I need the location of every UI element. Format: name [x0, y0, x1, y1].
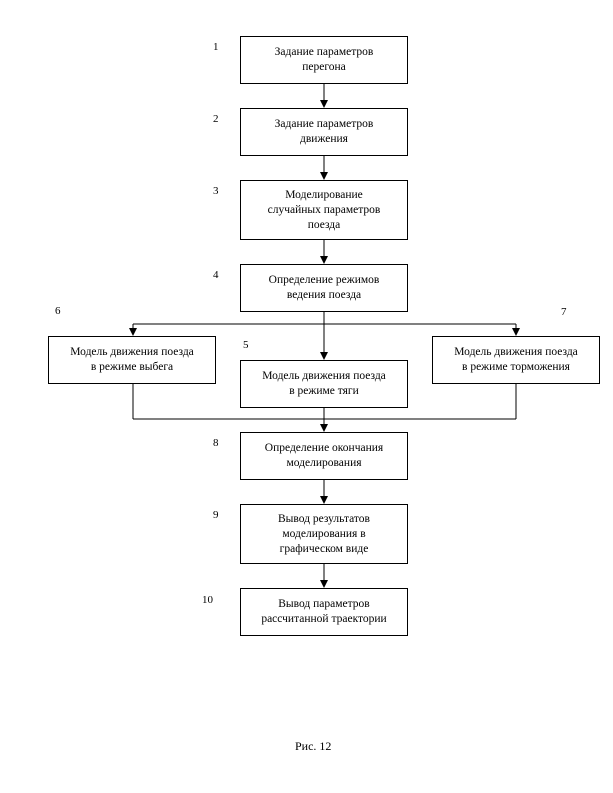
step-10-number: 10 [202, 594, 213, 606]
step-5-number: 5 [243, 339, 249, 351]
step-4-box: Определение режимов ведения поезда [240, 264, 408, 312]
step-6-box: Модель движения поезда в режиме выбега [48, 336, 216, 384]
figure-caption: Рис. 12 [295, 739, 332, 753]
step-7-number: 7 [561, 306, 567, 318]
step-9-number: 9 [213, 509, 219, 521]
step-8-box: Определение окончания моделирования [240, 432, 408, 480]
step-7-box: Модель движения поезда в режиме торможен… [432, 336, 600, 384]
step-3-box: Моделирование случайных параметров поезд… [240, 180, 408, 240]
step-1-box: Задание параметров перегона [240, 36, 408, 84]
step-4-number: 4 [213, 269, 219, 281]
step-1-number: 1 [213, 41, 219, 53]
step-6-number: 6 [55, 305, 61, 317]
step-10-box: Вывод параметров рассчитанной траектории [240, 588, 408, 636]
step-5-box: Модель движения поезда в режиме тяги [240, 360, 408, 408]
step-9-box: Вывод результатов моделирования в графич… [240, 504, 408, 564]
step-2-box: Задание параметров движения [240, 108, 408, 156]
step-3-number: 3 [213, 185, 219, 197]
step-8-number: 8 [213, 437, 219, 449]
step-2-number: 2 [213, 113, 219, 125]
